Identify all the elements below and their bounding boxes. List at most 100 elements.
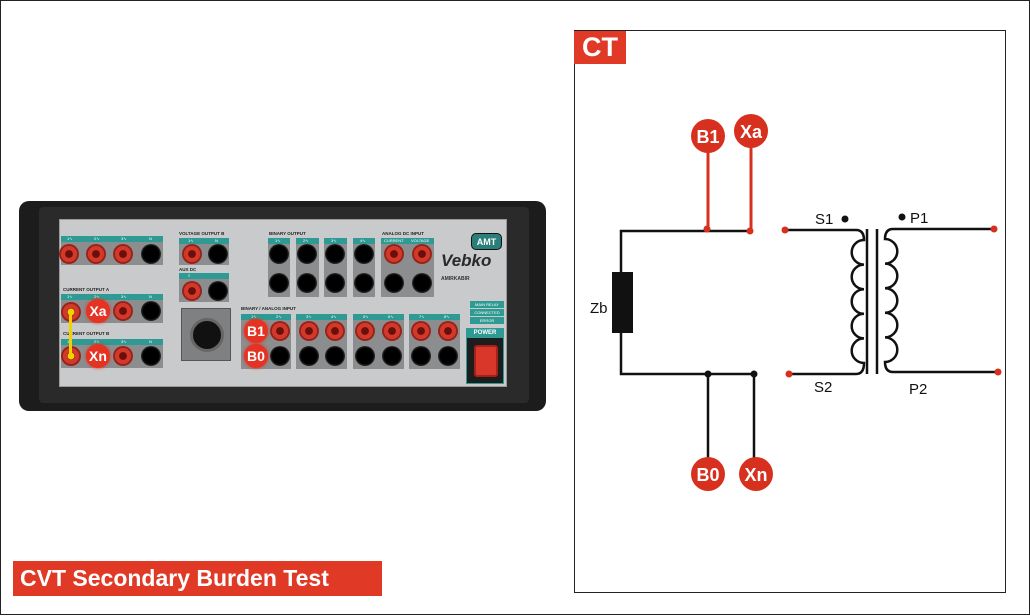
node-dot [746,227,754,235]
xn-terminal-circle [739,457,773,491]
terminal-badge-xn: Xn [86,344,110,368]
terminal-dot [781,226,789,234]
b0-terminal-label: B0 [696,465,719,485]
channel-label: 4∿ [331,314,337,319]
red-banana-socket[interactable] [382,321,402,341]
terminal-dot [990,225,998,233]
secondary-coil [850,228,866,376]
black-banana-socket[interactable] [297,273,317,293]
black-banana-socket[interactable] [355,346,375,366]
red-banana-socket[interactable] [325,321,345,341]
black-banana-socket[interactable] [325,346,345,366]
red-banana-socket[interactable] [299,321,319,341]
power-label: POWER [467,329,503,338]
channel-label: N [215,238,218,243]
black-banana-socket[interactable] [141,244,161,264]
black-banana-socket[interactable] [269,273,289,293]
ct-terminal-wires [785,227,998,376]
black-banana-socket[interactable] [325,244,345,264]
black-banana-socket[interactable] [438,346,458,366]
black-banana-socket[interactable] [325,273,345,293]
status-main-relay: MAIN RELAY [470,301,504,308]
ct-core [865,229,879,374]
b1-terminal-label: B1 [696,127,719,147]
red-banana-socket[interactable] [412,244,432,264]
black-banana-socket[interactable] [141,301,161,321]
black-banana-socket[interactable] [270,346,290,366]
channel-label: 1∿ [188,238,194,243]
channel-label: 1∿ [67,294,73,299]
test-title: CVT Secondary Burden Test [13,561,382,596]
black-banana-socket[interactable] [208,244,228,264]
red-banana-socket[interactable] [355,321,375,341]
terminal-dot [994,368,1002,376]
channel-label: 2∿ [94,294,100,299]
black-banana-socket[interactable] [297,244,317,264]
burden-resistor-zb [612,272,633,333]
black-banana-socket[interactable] [412,273,432,293]
voltage-output-b-label: VOLTAGE OUTPUT B [179,231,225,236]
red-banana-socket[interactable] [113,244,133,264]
channel-label: 1∿ [251,314,257,319]
red-banana-socket[interactable] [182,244,202,264]
channel-label: 2∿ [94,236,100,241]
status-connected: CONNECTED [470,309,504,316]
black-banana-socket[interactable] [354,244,374,264]
primary-coil [883,227,899,374]
black-banana-socket[interactable] [141,346,161,366]
channel-label: 1∿ [275,238,281,243]
channel-label: VOLTAGE [411,238,430,243]
channel-label: CURRENT [384,238,404,243]
node-dot [703,225,711,233]
black-banana-socket[interactable] [208,281,228,301]
current-output-b-label: CURRENT OUTPUT B [63,331,110,336]
red-banana-socket[interactable] [384,244,404,264]
red-banana-socket[interactable] [438,321,458,341]
ct-diagram-frame [574,30,1006,593]
jumper-end [67,308,75,316]
terminal-badge-b0: B0 [244,344,268,368]
node-dot [750,370,758,378]
terminal-badge-b1: B1 [244,319,268,343]
black-banana-socket[interactable] [411,346,431,366]
extension-connector[interactable] [181,308,231,361]
jumper-wire [69,313,72,357]
channel-label: 2∿ [94,339,100,344]
polarity-dot-s1 [841,215,849,223]
aux-dc-label: AUX DC [179,267,197,272]
channel-label: N [149,294,152,299]
channel-label: 3∿ [331,238,337,243]
red-banana-socket[interactable] [113,301,133,321]
s1-label: S1 [815,211,833,228]
p1-label: P1 [910,210,928,227]
xa-terminal-circle [734,114,768,148]
jumper-end [67,352,75,360]
channel-label: 4∿ [360,238,366,243]
b0-terminal-circle [691,457,725,491]
black-banana-socket[interactable] [299,346,319,366]
black-banana-socket[interactable] [354,273,374,293]
b1-terminal-circle [691,119,725,153]
channel-label: ≡ [188,273,191,278]
red-banana-socket[interactable] [182,281,202,301]
xa-terminal-label: Xa [740,122,763,142]
black-banana-socket[interactable] [269,244,289,264]
red-banana-socket[interactable] [113,346,133,366]
red-banana-socket[interactable] [59,244,79,264]
channel-label: N [149,339,152,344]
red-banana-socket[interactable] [411,321,431,341]
channel-label: 3∿ [121,294,127,299]
power-switch[interactable] [474,345,498,377]
channel-label: 8∿ [444,314,450,319]
red-banana-socket[interactable] [86,244,106,264]
power-section: POWER [466,328,504,384]
channel-label: N [149,236,152,241]
black-banana-socket[interactable] [382,346,402,366]
red-banana-socket[interactable] [270,321,290,341]
p2-label: P2 [909,381,927,398]
current-output-a-label: CURRENT OUTPUT A [63,287,110,292]
ct-title: CT [574,31,626,64]
black-banana-socket[interactable] [384,273,404,293]
terminal-badge-xa: Xa [86,299,110,323]
